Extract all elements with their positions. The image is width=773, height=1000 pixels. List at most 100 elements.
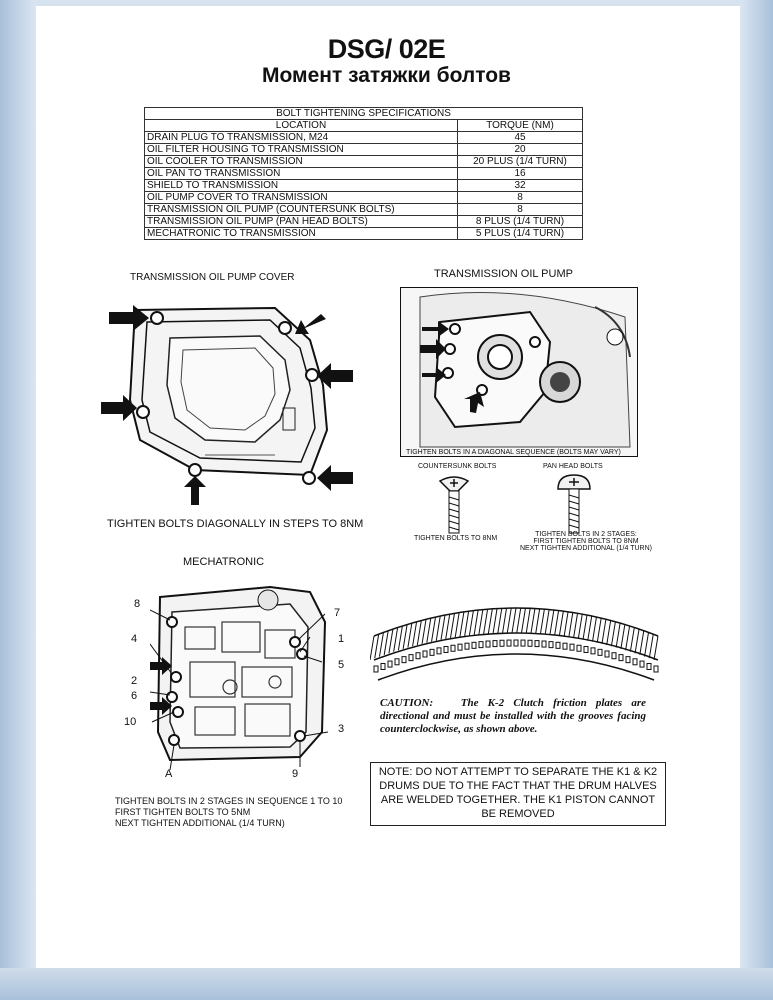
table-caption: BOLT TIGHTENING SPECIFICATIONS [144, 107, 583, 120]
friction-groove [431, 616, 437, 642]
panhead-instruction-line: NEXT TIGHTEN ADDITIONAL (1/4 TURN) [520, 545, 652, 552]
oil-pump-sequence-note: TIGHTEN BOLTS IN A DIAGONAL SEQUENCE (BO… [406, 449, 621, 456]
cell-location: MECHATRONIC TO TRANSMISSION [144, 227, 458, 240]
spline-tooth [429, 648, 435, 656]
panhead-label: PAN HEAD BOLTS [543, 463, 603, 470]
spline-tooth [492, 640, 498, 648]
border-bottom [0, 968, 773, 1000]
border-right [740, 0, 773, 1000]
friction-groove [563, 611, 569, 637]
friction-groove [468, 610, 474, 636]
page-title: DSG/ 02E [327, 34, 446, 64]
spline-tooth [471, 641, 477, 649]
spline-tooth [422, 650, 428, 658]
friction-groove [402, 624, 408, 649]
page-subtitle: Момент затяжки болтов [262, 64, 511, 87]
cell-torque: 45 [457, 131, 583, 144]
friction-groove [577, 614, 583, 639]
column-header-location: LOCATION [144, 119, 458, 132]
cell-location: OIL FILTER HOUSING TO TRANSMISSION [144, 143, 458, 156]
friction-groove [464, 611, 470, 637]
mechatronic-instruction-line: FIRST TIGHTEN BOLTS TO 5NM [115, 807, 251, 817]
friction-groove [625, 625, 631, 651]
spline-tooth [597, 648, 603, 656]
friction-groove [393, 627, 399, 652]
cell-location: OIL PAN TO TRANSMISSION [144, 167, 458, 180]
spline-tooth [485, 640, 491, 648]
countersunk-bolt-icon [438, 476, 470, 534]
friction-groove [435, 615, 441, 641]
callout-a: A [165, 768, 173, 780]
friction-groove [487, 608, 493, 634]
friction-groove [497, 608, 503, 634]
spline-tooth [464, 642, 470, 650]
note-box: NOTE: DO NOT ATTEMPT TO SEPARATE THE K1 … [370, 762, 666, 826]
panhead-instruction: TIGHTEN BOLTS IN 2 STAGES: FIRST TIGHTEN… [511, 531, 661, 552]
spline-tooth [513, 639, 519, 647]
callout-4: 4 [131, 633, 138, 645]
callout-7: 7 [334, 607, 341, 619]
spline-tooth [555, 641, 561, 649]
spline-tooth [611, 652, 617, 660]
mechatronic-diagram [150, 585, 329, 771]
panhead-bolt-icon [557, 474, 591, 534]
friction-groove [397, 625, 403, 651]
spline-tooth [541, 640, 547, 648]
cell-location: TRANSMISSION OIL PUMP (PAN HEAD BOLTS) [144, 215, 458, 228]
friction-groove [459, 611, 465, 637]
cell-torque: 8 [457, 191, 583, 204]
spline-tooth [604, 650, 610, 658]
panhead-instruction-line: TIGHTEN BOLTS IN 2 STAGES: [535, 531, 637, 538]
friction-groove [648, 634, 654, 659]
friction-groove [615, 622, 621, 648]
friction-groove [492, 608, 498, 634]
callout-10: 10 [124, 716, 137, 728]
pump-cover-diagram [101, 305, 353, 505]
spline-tooth [506, 639, 512, 647]
friction-groove [520, 608, 526, 634]
cell-location: SHIELD TO TRANSMISSION [144, 179, 458, 192]
friction-groove [502, 608, 508, 634]
friction-groove [511, 607, 517, 634]
pump-cover-instruction: TIGHTEN BOLTS DIAGONALLY IN STEPS TO 8NM [107, 518, 364, 530]
friction-groove [506, 607, 512, 634]
cell-location: DRAIN PLUG TO TRANSMISSION, M24 [144, 131, 458, 144]
oil-pump-title: TRANSMISSION OIL PUMP [434, 268, 573, 280]
spline-tooth [443, 646, 449, 653]
pump-cover-title: TRANSMISSION OIL PUMP COVER [130, 272, 295, 283]
friction-groove [416, 620, 422, 646]
spline-tooth [373, 665, 379, 673]
spline-tooth [527, 639, 533, 647]
spline-tooth [499, 639, 505, 647]
cell-location: TRANSMISSION OIL PUMP (COUNTERSUNK BOLTS… [144, 203, 458, 216]
spline-tooth [646, 662, 652, 670]
friction-groove [620, 624, 626, 649]
clutch-friction-plate-diagram [370, 607, 659, 681]
countersunk-instruction: TIGHTEN BOLTS TO 8NM [414, 535, 498, 542]
friction-groove [440, 614, 446, 640]
column-header-torque: TORQUE (NM) [457, 119, 583, 132]
friction-groove [374, 634, 380, 659]
friction-groove [449, 613, 455, 639]
cell-torque: 20 [457, 143, 583, 156]
cell-torque: 8 [457, 203, 583, 216]
spline-tooth [436, 647, 442, 655]
friction-groove [549, 609, 555, 635]
friction-groove [639, 630, 645, 655]
friction-groove [591, 616, 597, 642]
callout-8: 8 [134, 598, 141, 610]
friction-groove [610, 621, 616, 647]
cell-torque: 8 PLUS (1/4 TURN) [457, 215, 583, 228]
friction-groove [530, 608, 536, 634]
spline-tooth [569, 643, 575, 651]
oil-pump-diagram [400, 287, 638, 457]
spline-tooth [534, 640, 540, 648]
mechatronic-instruction-line: NEXT TIGHTEN ADDITIONAL (1/4 TURN) [115, 818, 285, 828]
callout-3: 3 [338, 723, 345, 735]
friction-groove [629, 627, 635, 652]
bolt-spec-table: BOLT TIGHTENING SPECIFICATIONS LOCATION … [144, 107, 583, 240]
spline-tooth [408, 654, 414, 662]
friction-groove [544, 609, 550, 635]
